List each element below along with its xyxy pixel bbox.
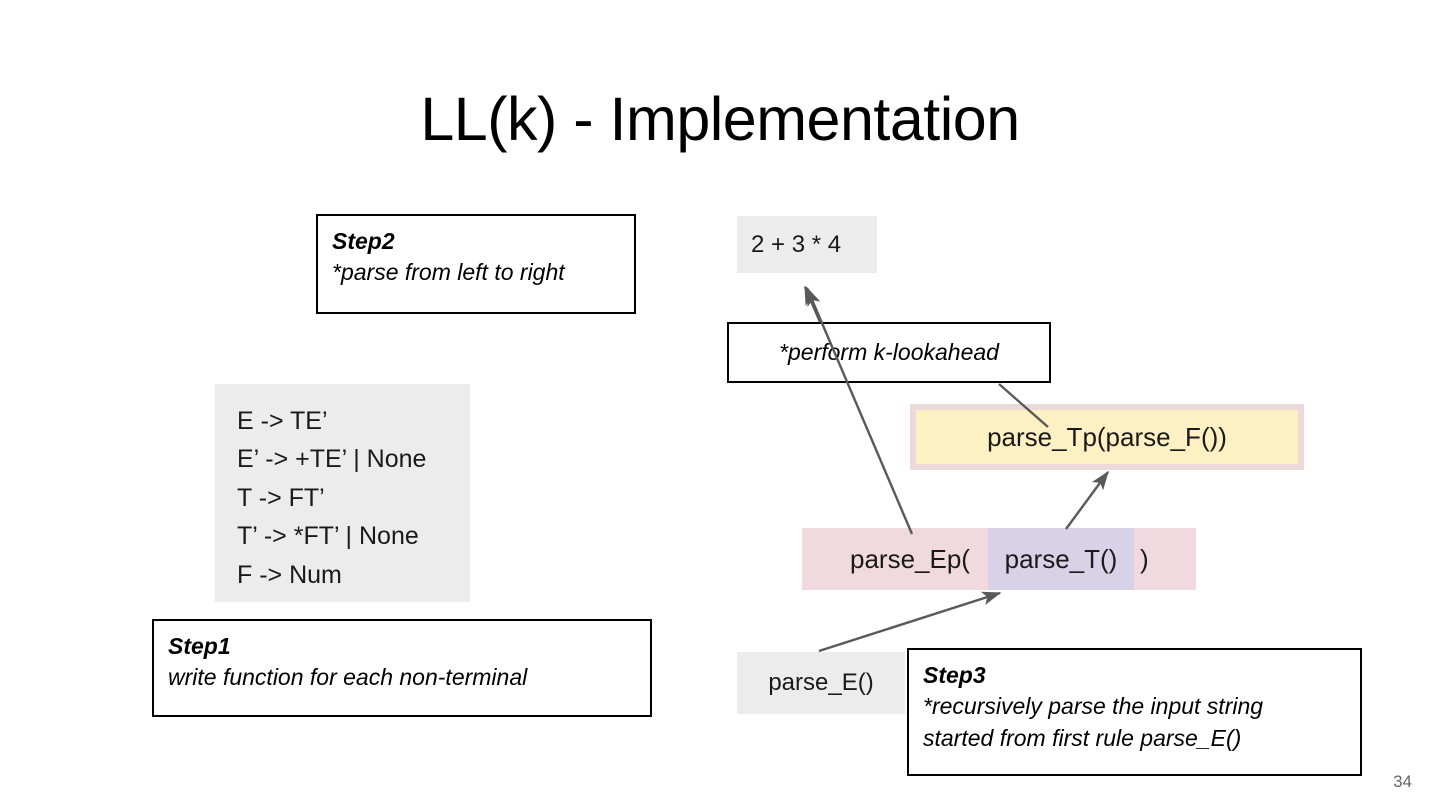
step3-body-line-1: *recursively parse the input string bbox=[923, 693, 1264, 720]
step3-callout: Step3 *recursively parse the input strin… bbox=[907, 648, 1362, 776]
parse-e-box: parse_E() bbox=[737, 652, 905, 714]
grammar-rule: T’ -> *FT’ | None bbox=[237, 522, 419, 551]
grammar-rule: F -> Num bbox=[237, 560, 342, 589]
parse-ep-suffix-text: ) bbox=[1140, 543, 1149, 574]
arrow-parse-e-to-parse-ep bbox=[818, 591, 1002, 653]
parse-tp-box: parse_Tp(parse_F()) bbox=[910, 404, 1304, 470]
arrow-lookahead-to-input bbox=[803, 285, 822, 323]
k-lookahead-note: *perform k-lookahead bbox=[727, 322, 1051, 383]
grammar-rules-block: E -> TE’ E’ -> +TE’ | None T -> FT’ T’ -… bbox=[215, 384, 470, 602]
step1-callout: Step1 write function for each non-termin… bbox=[152, 619, 652, 717]
page-number: 34 bbox=[1393, 772, 1412, 791]
input-string-box: 2 + 3 * 4 bbox=[737, 216, 877, 273]
k-lookahead-text: *perform k-lookahead bbox=[779, 339, 999, 365]
parse-t-text: parse_T() bbox=[1004, 543, 1118, 574]
parse-tp-text: parse_Tp(parse_F()) bbox=[987, 421, 1227, 452]
step2-callout: Step2 *parse from left to right bbox=[316, 214, 636, 314]
input-string-text: 2 + 3 * 4 bbox=[751, 230, 842, 258]
step3-body: *recursively parse the input string star… bbox=[923, 691, 1346, 754]
step2-body: *parse from left to right bbox=[332, 257, 620, 289]
step2-body-line-1: *parse from left to right bbox=[332, 259, 565, 286]
grammar-rule: E’ -> +TE’ | None bbox=[237, 445, 427, 474]
step3-heading: Step3 bbox=[923, 662, 986, 688]
step1-body-line-1: write function for each non-terminal bbox=[168, 664, 528, 691]
arrow-parse-t-to-parse-tp bbox=[1065, 470, 1109, 530]
parse-ep-prefix-text: parse_Ep( bbox=[850, 543, 970, 574]
parse-e-text: parse_E() bbox=[768, 669, 874, 696]
step3-body-line-2: started from first rule parse_E() bbox=[923, 724, 1242, 751]
parse-ep-suffix-box: ) bbox=[1134, 528, 1196, 590]
step1-body: write function for each non-terminal bbox=[168, 662, 636, 694]
parse-t-box: parse_T() bbox=[988, 528, 1134, 590]
step1-heading: Step1 bbox=[168, 633, 231, 659]
grammar-rule: E -> TE’ bbox=[237, 407, 328, 435]
step2-heading: Step2 bbox=[332, 228, 395, 254]
grammar-rule: T -> FT’ bbox=[237, 483, 325, 512]
page-title: LL(k) - Implementation bbox=[420, 85, 1020, 153]
